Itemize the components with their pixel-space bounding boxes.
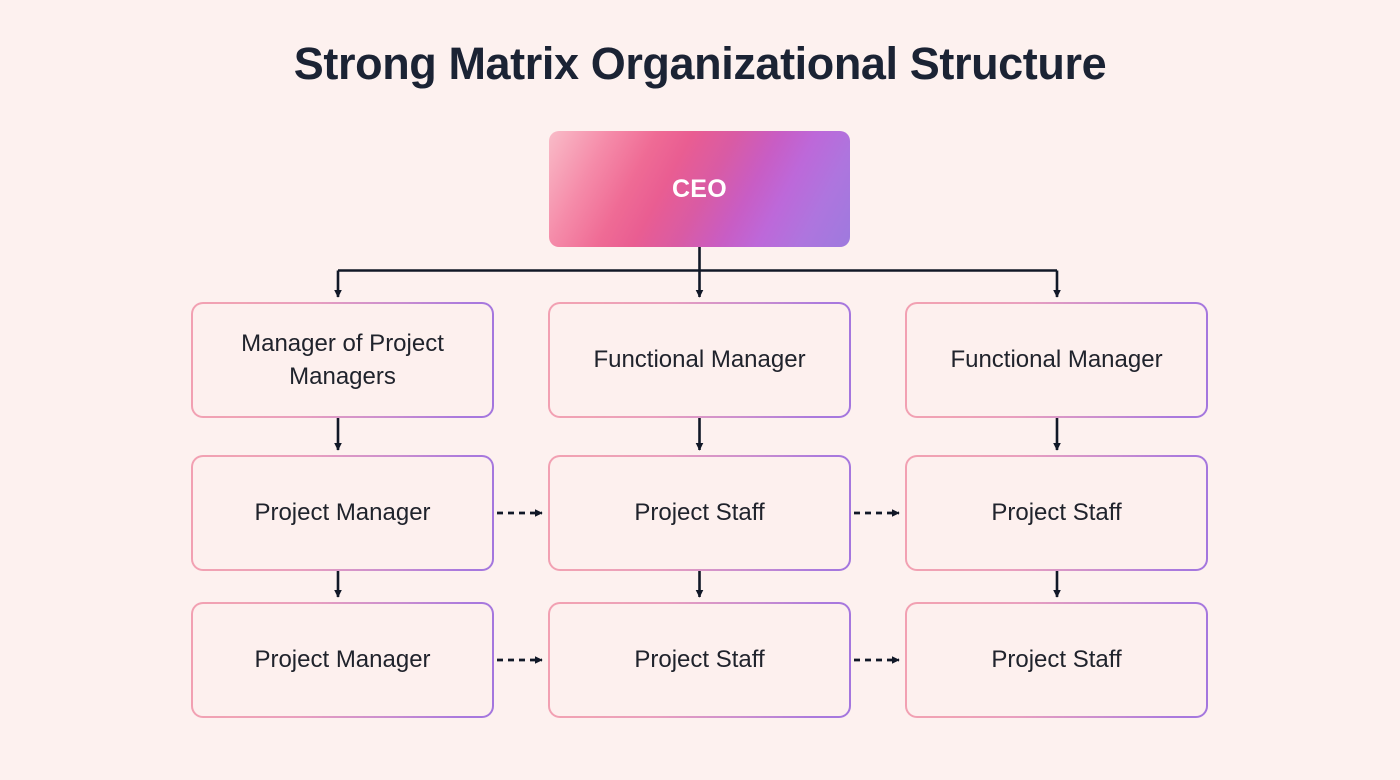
- node-body: Manager of Project Managers: [193, 304, 492, 416]
- node-body: Project Manager: [193, 604, 492, 716]
- node-project-staff-4[interactable]: Project Staff: [905, 602, 1208, 718]
- node-project-staff-1[interactable]: Project Staff: [548, 455, 851, 571]
- node-functional-manager-1[interactable]: Functional Manager: [548, 302, 851, 418]
- node-body: Project Staff: [550, 604, 849, 716]
- node-label: Project Manager: [254, 646, 431, 674]
- node-body: Project Manager: [193, 457, 492, 569]
- node-label: Project Staff: [991, 499, 1122, 527]
- node-body: Project Staff: [907, 604, 1206, 716]
- page-title: Strong Matrix Organizational Structure: [293, 38, 1107, 89]
- node-label: Project Staff: [991, 646, 1122, 674]
- node-project-staff-3[interactable]: Project Staff: [905, 455, 1208, 571]
- node-label: Functional Manager: [593, 346, 806, 374]
- node-manager-of-project-managers[interactable]: Manager of Project Managers: [191, 302, 494, 418]
- node-project-manager-1[interactable]: Project Manager: [191, 455, 494, 571]
- node-functional-manager-2[interactable]: Functional Manager: [905, 302, 1208, 418]
- node-label: Functional Manager: [950, 346, 1163, 374]
- node-label: Project Staff: [634, 499, 765, 527]
- node-ceo-label: CEO: [671, 174, 728, 203]
- node-project-staff-2[interactable]: Project Staff: [548, 602, 851, 718]
- node-label: Project Staff: [634, 646, 765, 674]
- node-body: Functional Manager: [907, 304, 1206, 416]
- node-body: Project Staff: [550, 457, 849, 569]
- node-ceo[interactable]: CEO: [549, 131, 850, 247]
- node-label: Project Manager: [254, 499, 431, 527]
- node-body: Functional Manager: [550, 304, 849, 416]
- node-body: Project Staff: [907, 457, 1206, 569]
- node-label: Manager of Project Managers: [241, 329, 444, 390]
- node-project-manager-2[interactable]: Project Manager: [191, 602, 494, 718]
